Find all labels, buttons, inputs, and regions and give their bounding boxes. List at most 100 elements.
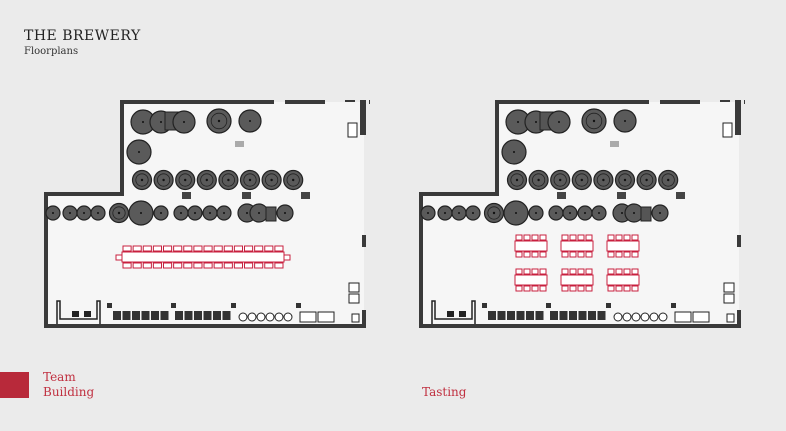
fixture xyxy=(347,122,358,138)
chair xyxy=(531,268,539,275)
chair xyxy=(569,234,577,241)
tank-center xyxy=(623,178,627,182)
keg-rack xyxy=(175,311,183,320)
chair xyxy=(193,245,203,252)
post xyxy=(617,192,626,199)
chair xyxy=(577,234,585,241)
chair xyxy=(531,285,539,292)
keg-rack xyxy=(559,311,568,320)
chair xyxy=(193,262,203,269)
chair xyxy=(163,262,173,269)
fermenter-ring xyxy=(618,173,632,187)
floorplan-svg xyxy=(44,100,370,328)
keg-rack xyxy=(122,311,131,320)
tank-center xyxy=(558,121,560,123)
tank-center xyxy=(142,121,144,123)
chair xyxy=(274,262,284,269)
tank-center xyxy=(183,121,185,123)
chair xyxy=(539,234,547,241)
barrel-icon xyxy=(640,312,650,322)
keg-rack xyxy=(184,311,193,320)
fermenter-ring xyxy=(596,173,610,187)
keg-rack xyxy=(526,311,534,320)
keg-rack xyxy=(516,311,525,320)
cabinet xyxy=(692,311,710,323)
post xyxy=(557,192,566,199)
chair xyxy=(623,268,631,275)
chair xyxy=(515,268,523,275)
fixture xyxy=(723,293,735,304)
table xyxy=(560,240,594,252)
chair xyxy=(539,268,547,275)
grate-icon xyxy=(235,141,244,147)
layout-label-line2: Building xyxy=(43,385,95,399)
tank-center xyxy=(246,212,248,214)
tank-center xyxy=(180,212,182,214)
tank-center xyxy=(270,178,273,182)
chair xyxy=(539,285,547,292)
chair xyxy=(561,268,569,275)
wall xyxy=(737,235,741,247)
chair xyxy=(122,262,132,269)
barrel-icon xyxy=(238,312,248,322)
chair xyxy=(577,268,585,275)
chair xyxy=(213,262,223,269)
fermenter-ring xyxy=(112,206,126,220)
barrel-icon xyxy=(247,312,257,322)
keg-rack xyxy=(222,311,231,320)
chair xyxy=(244,245,254,252)
tank-center xyxy=(184,178,187,182)
chair xyxy=(615,285,623,292)
post xyxy=(296,303,301,308)
tank-center xyxy=(645,178,648,182)
post xyxy=(231,303,236,308)
tank-center xyxy=(592,119,596,123)
tank-center xyxy=(517,121,519,123)
barrel-icon xyxy=(631,312,641,322)
tank-center xyxy=(209,212,211,214)
chair xyxy=(515,234,523,241)
chair xyxy=(623,285,631,292)
chair xyxy=(264,245,274,252)
tank-center xyxy=(427,212,429,214)
tank-center xyxy=(584,212,586,214)
tank-center xyxy=(569,212,571,214)
tank-center xyxy=(535,121,537,123)
grate-icon xyxy=(610,141,619,147)
chair xyxy=(631,285,639,292)
chair xyxy=(615,268,623,275)
chair xyxy=(577,251,585,258)
post xyxy=(482,303,487,308)
chair xyxy=(607,285,615,292)
bar-counter xyxy=(56,300,101,324)
wall xyxy=(120,100,124,195)
chair xyxy=(523,285,531,292)
post xyxy=(671,303,676,308)
chair xyxy=(615,251,623,258)
tank-center xyxy=(83,212,85,214)
chair xyxy=(152,245,162,252)
layout-label-line2: Tasting xyxy=(422,385,467,399)
tank-center xyxy=(248,178,252,182)
tank-center xyxy=(444,212,446,214)
floorplan-team-building xyxy=(40,95,370,335)
layout-team-building-button[interactable]: Team Building xyxy=(43,370,94,400)
tank-center xyxy=(602,178,605,182)
chair xyxy=(585,285,593,292)
tank-center xyxy=(492,211,496,215)
layout-tasting-button[interactable]: Tasting xyxy=(422,385,466,400)
barrel-icon xyxy=(613,312,623,322)
tank-center xyxy=(621,212,623,214)
chair xyxy=(569,285,577,292)
chair xyxy=(203,262,213,269)
chair xyxy=(203,245,213,252)
chair xyxy=(173,262,183,269)
chair xyxy=(244,262,254,269)
tank-center xyxy=(515,212,517,214)
table xyxy=(514,274,548,286)
selected-layout-marker xyxy=(0,372,29,398)
barrel-icon xyxy=(283,312,293,322)
tank-center xyxy=(223,212,225,214)
sink-icon xyxy=(72,311,79,317)
chair xyxy=(183,245,193,252)
